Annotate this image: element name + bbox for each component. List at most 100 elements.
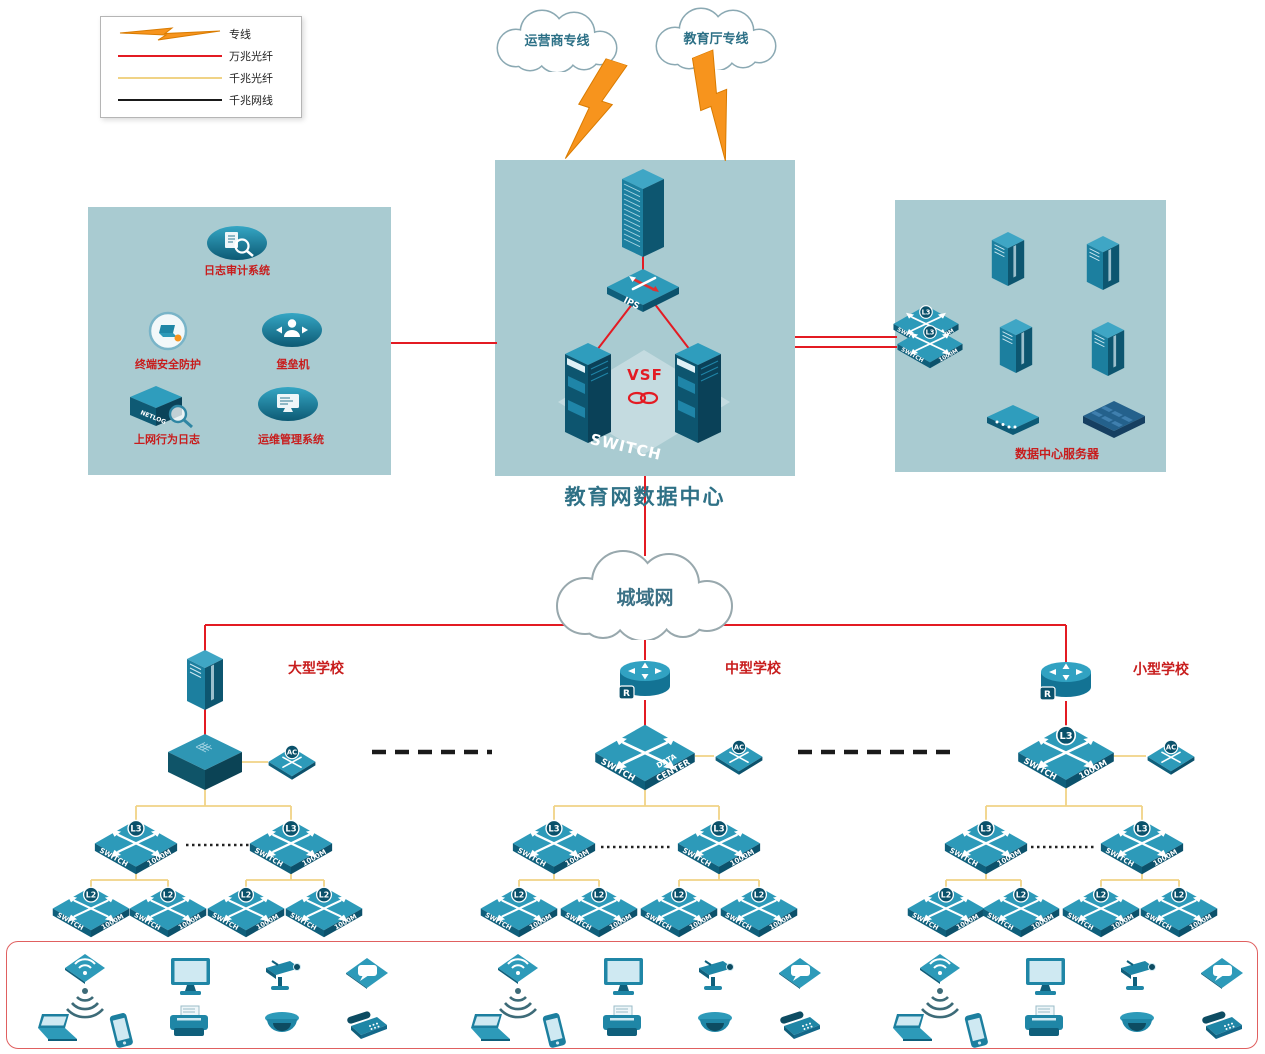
dome-camera-icon[interactable] bbox=[261, 1010, 303, 1044]
wireless-controller-ac[interactable]: AC bbox=[1144, 735, 1198, 775]
smartphone-icon[interactable] bbox=[963, 1012, 989, 1050]
small-school-router[interactable]: R bbox=[1038, 657, 1094, 703]
lightning-bolt-education bbox=[679, 48, 756, 167]
ptz-camera-icon[interactable] bbox=[258, 956, 306, 996]
red-line-sample bbox=[111, 55, 229, 57]
legend-row-1g-cable: 千兆网线 bbox=[101, 89, 301, 111]
netlog-device-icon[interactable]: NETLOG bbox=[128, 384, 198, 430]
switch-badge: L2 bbox=[1096, 891, 1106, 900]
chat-terminal-icon[interactable] bbox=[344, 956, 390, 989]
l3-switch[interactable]: L3 SWITCH 1000M bbox=[943, 817, 1029, 877]
l2-switch[interactable]: L2 SWITCH 1000M bbox=[1061, 884, 1141, 940]
chat-terminal-icon[interactable] bbox=[777, 956, 823, 989]
small-school-label: 小型学校 bbox=[1133, 662, 1189, 678]
switch-badge: L2 bbox=[163, 891, 173, 900]
l3-switch[interactable]: L3 SWITCH 1000M bbox=[248, 817, 334, 877]
vsf-server-1[interactable] bbox=[563, 342, 613, 444]
datacenter-server[interactable] bbox=[1085, 233, 1121, 293]
small-school-core-switch[interactable]: L3 SWITCH 1000M bbox=[1016, 722, 1116, 792]
wlan-ap-icon[interactable] bbox=[63, 952, 107, 984]
smartphone-icon[interactable] bbox=[108, 1012, 134, 1050]
legend-row-dedicated-line: 专线 bbox=[101, 23, 301, 45]
storage-device[interactable] bbox=[985, 403, 1041, 439]
l2-switch[interactable]: L2 SWITCH 1000M bbox=[719, 884, 799, 940]
datacenter-title: 教育网数据中心 bbox=[564, 485, 726, 509]
wifi-signal-icon[interactable] bbox=[65, 985, 105, 1021]
legend-label: 万兆光纤 bbox=[229, 50, 273, 63]
l2-switch[interactable]: L2 SWITCH 1000M bbox=[284, 884, 364, 940]
lightning-bolt-carrier bbox=[558, 54, 629, 172]
ac-badge: AC bbox=[1166, 744, 1176, 752]
vsf-server-2[interactable] bbox=[673, 342, 723, 444]
datacenter-core-switch[interactable]: SWITCH CENTER DATA bbox=[593, 721, 697, 794]
desk-phone-icon[interactable] bbox=[778, 1010, 824, 1046]
wifi-signal-icon[interactable] bbox=[920, 985, 960, 1021]
l3-switch[interactable]: L3 SWITCH 1000M bbox=[676, 817, 762, 877]
printer-icon[interactable] bbox=[599, 1004, 645, 1040]
wireless-controller-ac[interactable]: AC bbox=[712, 735, 766, 775]
desktop-monitor-icon[interactable] bbox=[167, 956, 213, 998]
l3-switch[interactable]: L3 SWITCH 1000M bbox=[511, 817, 597, 877]
l2-switch[interactable]: L2 SWITCH 1000M bbox=[206, 884, 286, 940]
cloud-label: 运营商专线 bbox=[524, 33, 590, 49]
laptop-icon[interactable] bbox=[888, 1013, 934, 1043]
l2-switch[interactable]: L2 SWITCH 1000M bbox=[51, 884, 131, 940]
l3-switch[interactable]: L3 SWITCH 1000M bbox=[1099, 817, 1185, 877]
l2-switch[interactable]: L2 SWITCH 1000M bbox=[128, 884, 208, 940]
laptop-icon[interactable] bbox=[33, 1013, 79, 1043]
l3-switch[interactable]: L3 SWITCH 1000M bbox=[896, 323, 964, 371]
rack-switch-device[interactable] bbox=[1081, 399, 1147, 441]
medium-school-router[interactable]: R bbox=[617, 656, 673, 702]
switch-badge: L2 bbox=[319, 891, 329, 900]
l2-switch[interactable]: L2 SWITCH 1000M bbox=[639, 884, 719, 940]
l2-switch[interactable]: L2 SWITCH 1000M bbox=[981, 884, 1061, 940]
ac-badge: AC bbox=[287, 749, 297, 757]
bastion-host-icon[interactable] bbox=[260, 310, 324, 350]
switch-badge: L3 bbox=[548, 824, 559, 834]
printer-icon[interactable] bbox=[166, 1004, 212, 1040]
core-firewall-device[interactable] bbox=[620, 168, 666, 258]
desk-phone-icon[interactable] bbox=[345, 1010, 391, 1046]
ops-management-icon[interactable] bbox=[256, 384, 320, 424]
carrier-line-cloud[interactable]: 运营商专线 bbox=[482, 8, 632, 72]
wireless-controller-ac[interactable]: AC bbox=[265, 740, 319, 780]
terminal-security-icon[interactable] bbox=[136, 308, 200, 354]
ips-device[interactable]: IPS bbox=[603, 266, 683, 314]
l2-switch[interactable]: L2 SWITCH 1000M bbox=[559, 884, 639, 940]
ptz-camera-icon[interactable] bbox=[691, 956, 739, 996]
black-line-sample bbox=[111, 99, 229, 101]
dome-camera-icon[interactable] bbox=[1116, 1010, 1158, 1044]
education-line-cloud[interactable]: 教育厅专线 bbox=[641, 6, 791, 70]
dome-camera-icon[interactable] bbox=[694, 1010, 736, 1044]
l2-switch[interactable]: L2 SWITCH 1000M bbox=[1139, 884, 1219, 940]
man-cloud[interactable]: 城域网 bbox=[535, 548, 755, 640]
desk-phone-icon[interactable] bbox=[1200, 1010, 1246, 1046]
printer-icon[interactable] bbox=[1021, 1004, 1067, 1040]
switch-badge: L3 bbox=[1059, 731, 1072, 742]
desktop-monitor-icon[interactable] bbox=[600, 956, 646, 998]
wifi-signal-icon[interactable] bbox=[498, 985, 538, 1021]
l2-switch[interactable]: L2 SWITCH 1000M bbox=[479, 884, 559, 940]
large-school-core-device[interactable] bbox=[166, 733, 244, 791]
legend-row-1g-fiber: 千兆光纤 bbox=[101, 67, 301, 89]
chat-terminal-icon[interactable] bbox=[1199, 956, 1245, 989]
l2-switch[interactable]: L2 SWITCH 1000M bbox=[906, 884, 986, 940]
vsf-label: VSF bbox=[627, 366, 663, 384]
datacenter-server[interactable] bbox=[1090, 319, 1126, 379]
desktop-monitor-icon[interactable] bbox=[1022, 956, 1068, 998]
datacenter-server[interactable] bbox=[998, 316, 1034, 376]
legend-label: 千兆光纤 bbox=[229, 72, 273, 85]
datacenter-server[interactable] bbox=[990, 229, 1026, 289]
log-audit-system-icon[interactable] bbox=[205, 223, 269, 263]
l3-switch[interactable]: L3 SWITCH 1000M bbox=[93, 817, 179, 877]
ptz-camera-icon[interactable] bbox=[1113, 956, 1161, 996]
wlan-ap-icon[interactable] bbox=[918, 952, 962, 984]
net-behavior-label: 上网行为日志 bbox=[134, 433, 200, 446]
cloud-label: 教育厅专线 bbox=[683, 31, 749, 47]
wlan-ap-icon[interactable] bbox=[496, 952, 540, 984]
switch-badge: L2 bbox=[514, 891, 524, 900]
large-school-server[interactable] bbox=[185, 649, 225, 711]
switch-badge: L2 bbox=[594, 891, 604, 900]
laptop-icon[interactable] bbox=[466, 1013, 512, 1043]
smartphone-icon[interactable] bbox=[541, 1012, 567, 1050]
